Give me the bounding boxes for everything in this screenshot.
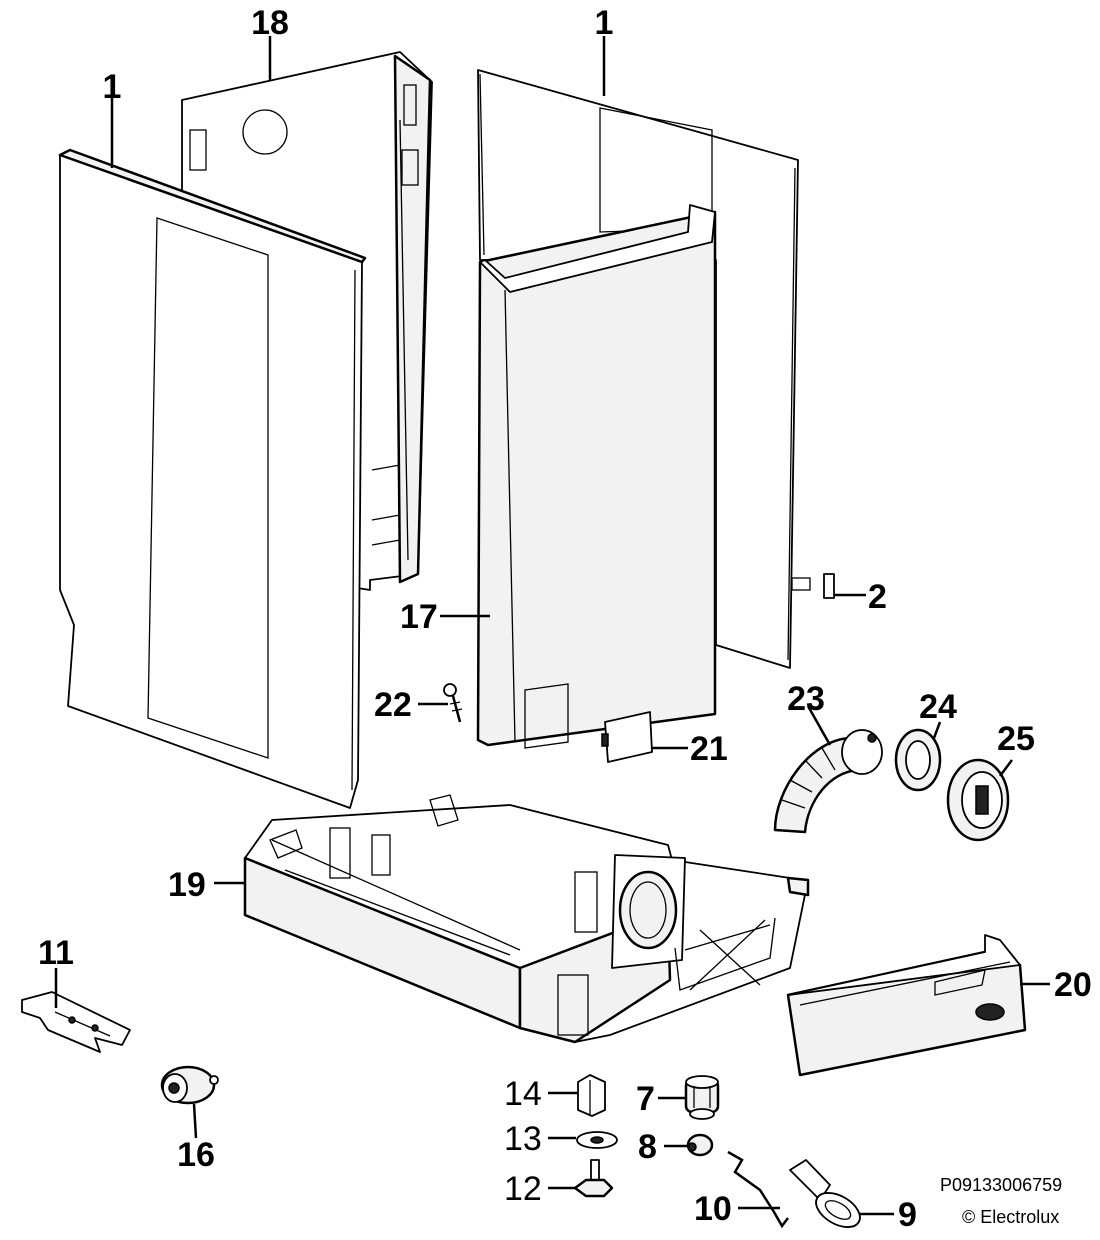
callout-13: 13 — [504, 1120, 542, 1158]
callout-8: 8 — [638, 1128, 657, 1166]
part-8-cap — [686, 1133, 714, 1157]
leader-25 — [999, 759, 1013, 777]
leader-16 — [192, 1103, 198, 1139]
callout-24: 24 — [919, 688, 957, 726]
callout-18: 18 — [251, 4, 289, 42]
callout-11: 11 — [38, 934, 74, 972]
callout-12: 12 — [504, 1170, 542, 1208]
callout-25: 25 — [997, 720, 1035, 758]
leader-23 — [806, 705, 832, 746]
part-12-foot — [573, 1159, 614, 1198]
callout-16: 16 — [177, 1136, 215, 1174]
part-10-wire-rod — [727, 1150, 789, 1229]
callout-7: 7 — [636, 1080, 655, 1118]
part-24-ring — [894, 728, 942, 792]
callout-23: 23 — [787, 680, 825, 718]
part-23-duct-hose — [773, 729, 883, 834]
callout-17: 17 — [400, 598, 438, 636]
callout-1-right: 1 — [595, 4, 614, 42]
callout-10: 10 — [694, 1190, 732, 1228]
part-16-roller — [160, 1065, 219, 1105]
part-22-screw — [443, 683, 463, 723]
callout-14: 14 — [504, 1075, 542, 1113]
part-11-bracket — [21, 991, 131, 1053]
callout-22: 22 — [374, 686, 412, 724]
part-1-left-side-panel — [58, 148, 367, 809]
part-1-right-side-panel — [477, 69, 799, 669]
callout-20: 20 — [1054, 966, 1092, 1004]
callout-9: 9 — [898, 1196, 917, 1234]
part-13-washer — [576, 1131, 618, 1149]
part-25-cap — [946, 758, 1010, 842]
callout-labels: 1 18 1 2 17 22 21 23 24 25 19 11 16 20 1… — [38, 4, 1092, 1234]
part-19-base-frame — [243, 794, 810, 1044]
part-20-plinth — [786, 934, 1027, 1077]
part-9-handle — [789, 1159, 861, 1228]
part-17-front-column — [476, 204, 717, 749]
callout-2: 2 — [868, 578, 887, 616]
diagram-code: P09133006759 — [940, 1175, 1062, 1195]
leader-lines — [54, 36, 1050, 1216]
part-7-fitting — [684, 1075, 720, 1120]
callout-1-left: 1 — [103, 68, 122, 106]
callout-19: 19 — [168, 866, 206, 904]
part-2-clip — [791, 573, 835, 599]
part-14-nut — [577, 1074, 606, 1117]
part-21-cover — [601, 711, 653, 763]
copyright: © Electrolux — [962, 1207, 1059, 1227]
leader-24 — [932, 721, 942, 739]
callout-21: 21 — [690, 730, 728, 768]
